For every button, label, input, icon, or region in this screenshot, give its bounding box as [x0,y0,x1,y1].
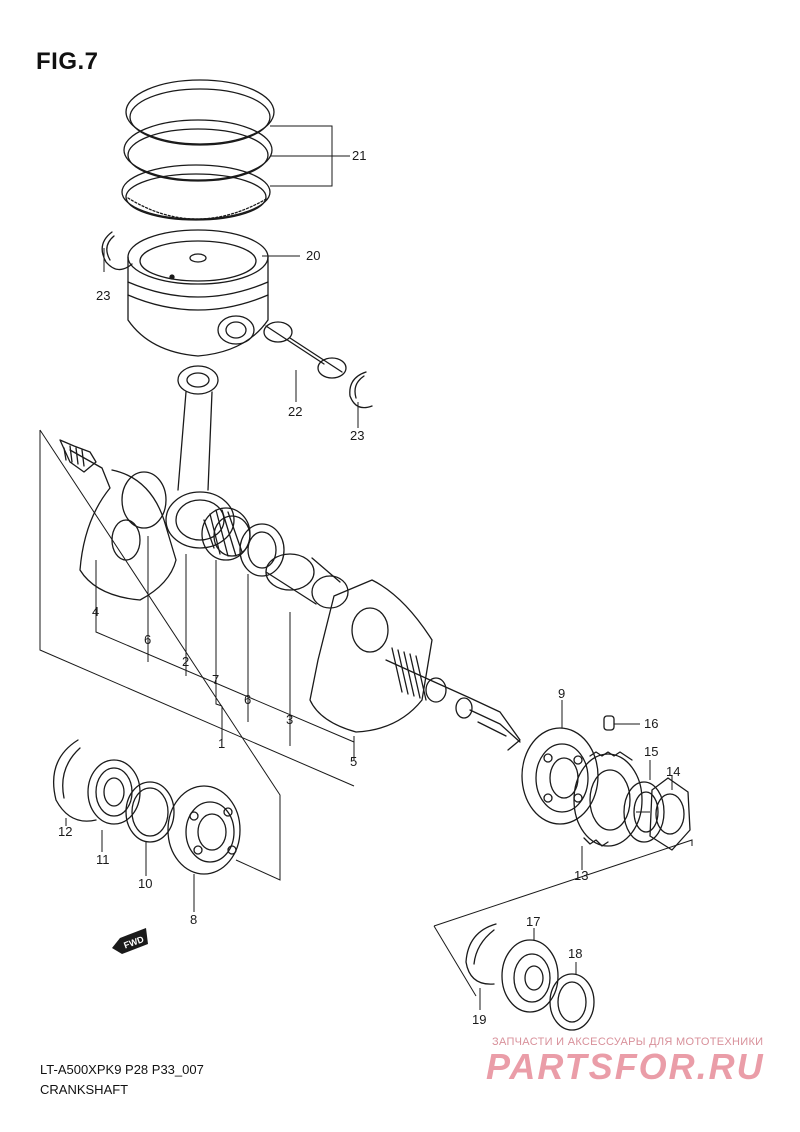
diagram-code: LT-A500XPK9 P28 P33_007 [40,1062,204,1077]
leader-lines [39,125,693,1010]
crankshaft-right[interactable] [309,579,521,751]
piston-ring-oil[interactable] [121,164,271,220]
left-crank-bearing[interactable] [167,785,241,875]
callout-10: 10 [138,876,152,891]
callout-4: 4 [92,604,99,619]
callout-8: 8 [190,912,197,927]
callout-15: 15 [644,744,658,759]
callout-17: 17 [526,914,540,929]
primary-drive-gear[interactable] [573,751,643,847]
callout-18: 18 [568,946,582,961]
needle-bearing[interactable] [201,507,251,561]
callout-19: 19 [472,1012,486,1027]
connecting-rod[interactable] [165,365,235,549]
piston-pin-circlip-right[interactable] [349,371,373,409]
callout-23-right: 23 [350,428,364,443]
callout-6-left: 6 [144,632,151,647]
piston-ring-top[interactable] [125,79,275,145]
piston[interactable] [127,229,269,357]
callout-9: 9 [558,686,565,701]
callout-21: 21 [352,148,366,163]
piston-pin[interactable] [263,321,347,379]
callout-22: 22 [288,404,302,419]
callout-5: 5 [350,754,357,769]
lower-bearing[interactable] [501,939,559,1013]
crankshaft-nut[interactable] [649,777,691,851]
callout-23-left: 23 [96,288,110,303]
lower-circlip[interactable] [465,923,497,985]
right-crank-bearing[interactable] [521,727,599,825]
watermark-brand: PARTSFOR.RU [486,1046,765,1087]
figure-title: FIG.7 [36,48,99,75]
left-circlip[interactable] [52,739,97,822]
callout-2: 2 [182,654,189,669]
callout-20: 20 [306,248,320,263]
diagram-caption: CRANKSHAFT [40,1082,129,1097]
crank-pin[interactable] [265,553,349,609]
callout-16: 16 [644,716,658,731]
lower-oil-seal[interactable] [549,973,595,1031]
forward-direction-marker: FWD [112,928,148,954]
callout-3: 3 [286,712,293,727]
callout-12: 12 [58,824,72,839]
left-spacer-ring[interactable] [125,781,175,843]
callout-13: 13 [574,868,588,883]
crankshaft-left[interactable] [59,439,177,601]
piston-ring-set[interactable] [121,79,275,221]
callout-14: 14 [666,764,680,779]
callout-labels: 21 20 23 22 23 4 6 2 7 6 3 1 5 9 16 15 1… [58,148,680,1027]
watermark-tagline: ЗАПЧАСТИ И АКСЕССУАРЫ ДЛЯ МОТОТЕХНИКИ [492,1036,764,1048]
callout-6-right: 6 [244,692,251,707]
gear-key[interactable] [603,715,615,731]
piston-pin-circlip-left[interactable] [101,231,133,271]
gear-spacer[interactable] [623,781,665,843]
thrust-washer[interactable] [239,523,285,577]
callout-7: 7 [212,672,219,687]
callout-1: 1 [218,736,225,751]
piston-ring-second[interactable] [123,119,273,181]
callout-11: 11 [96,852,110,867]
